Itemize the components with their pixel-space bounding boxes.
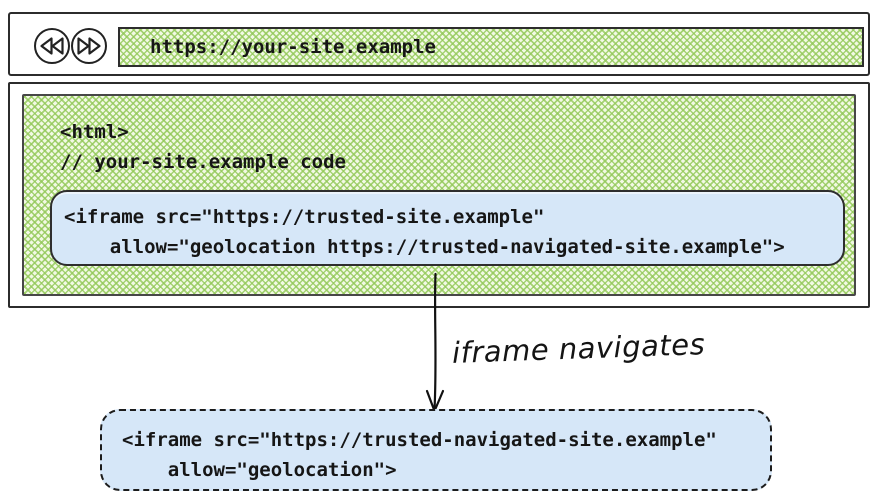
- url-text: https://your-site.example: [150, 36, 436, 58]
- fast-forward-icon: [76, 35, 102, 57]
- browser-viewport: <html> // your-site.example code <iframe…: [8, 82, 870, 308]
- rewind-icon: [39, 35, 65, 57]
- page-source-code: <html> // your-site.example code: [60, 117, 346, 177]
- iframe-allow-line: allow="geolocation https://trusted-navig…: [64, 236, 785, 258]
- navigated-iframe-src-line: <iframe src="https://trusted-navigated-s…: [122, 429, 717, 451]
- url-bar[interactable]: https://your-site.example: [118, 27, 864, 67]
- iframe-snippet-box: <iframe src="https://trusted-site.exampl…: [50, 190, 845, 266]
- site-code-comment-line: // your-site.example code: [60, 151, 346, 173]
- forward-button[interactable]: [71, 28, 107, 64]
- navigated-iframe-snippet-box: <iframe src="https://trusted-navigated-s…: [100, 409, 772, 491]
- navigated-iframe-allow-line: allow="geolocation">: [122, 459, 397, 481]
- your-site-page: <html> // your-site.example code <iframe…: [22, 94, 856, 296]
- iframe-src-line: <iframe src="https://trusted-site.exampl…: [64, 206, 545, 228]
- html-tag-line: <html>: [60, 121, 129, 143]
- arrow-label: iframe navigates: [451, 327, 706, 370]
- browser-chrome-bar: https://your-site.example: [8, 12, 870, 76]
- navigation-arrow: [425, 272, 445, 413]
- back-button[interactable]: [34, 28, 70, 64]
